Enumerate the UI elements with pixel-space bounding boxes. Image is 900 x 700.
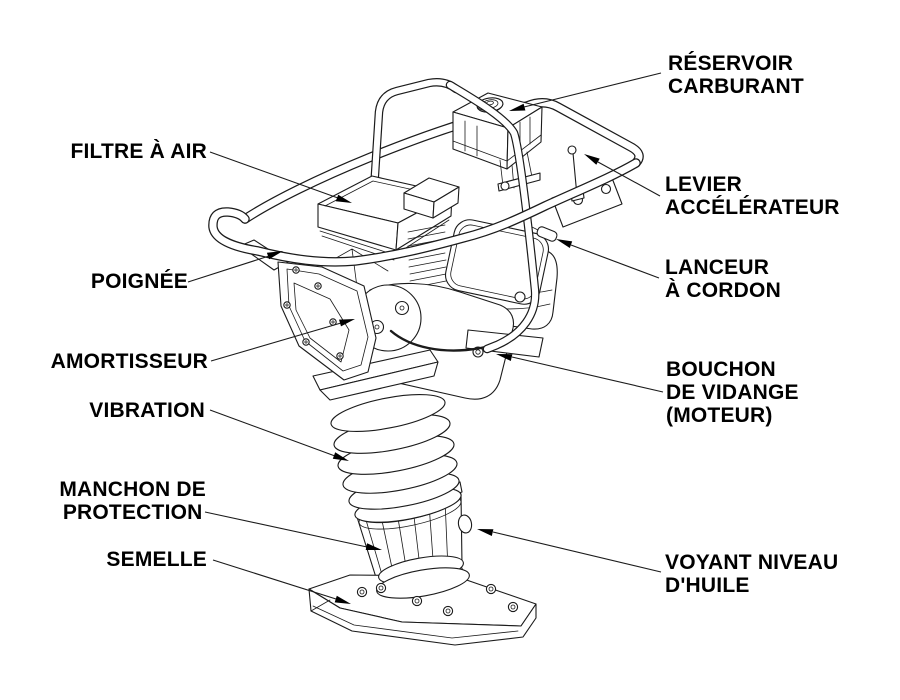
leader-filtre-a-air (209, 151, 352, 203)
callout-poignee: POIGNÉE (90, 270, 188, 293)
callout-manchon-de-protection: MANCHON DE PROTECTION (59, 478, 206, 524)
leader-voyant-niveau-huile (477, 529, 662, 573)
oil-sight-glass (457, 514, 473, 534)
callout-lanceur-a-cordon: LANCEUR À CORDON (665, 256, 781, 302)
shock-panel (277, 261, 377, 381)
callout-bouchon-de-vidange: BOUCHON DE VIDANGE (MOTEUR) (666, 358, 799, 427)
leader-semelle (212, 559, 351, 604)
leader-poignee (187, 251, 283, 283)
foot-bolts (356, 582, 519, 617)
callout-amortisseur: AMORTISSEUR (50, 350, 208, 373)
panel-bolts (283, 266, 344, 360)
callout-reservoir-carburant: RÉSERVOIR CARBURANT (668, 52, 804, 98)
leader-levier-accelerateur (584, 154, 661, 197)
leader-manchon-de-protection (204, 511, 382, 550)
leader-vibration (209, 409, 349, 461)
leader-lanceur-a-cordon (556, 239, 660, 279)
leader-bouchon-de-vidange (496, 354, 664, 393)
leader-lines (187, 72, 664, 604)
bellows (330, 394, 462, 523)
callout-vibration: VIBRATION (89, 399, 205, 422)
leader-amortisseur (210, 319, 355, 362)
callout-filtre-a-air: FILTRE À AIR (70, 140, 207, 163)
muffler-cover (444, 219, 550, 305)
callout-voyant-niveau-huile: VOYANT NIVEAU D'HUILE (665, 551, 839, 597)
callout-semelle: SEMELLE (106, 548, 207, 571)
leader-reservoir-carburant (509, 72, 662, 111)
carburetor-box (403, 177, 460, 219)
callout-levier-accelerateur: LEVIER ACCÉLÉRATEUR (665, 173, 840, 219)
handle-hoop-front (208, 158, 641, 267)
engine-port (514, 291, 526, 303)
handle-arch-front (445, 80, 540, 354)
oil-drain-plug (472, 346, 484, 358)
foot-plate (308, 555, 537, 646)
